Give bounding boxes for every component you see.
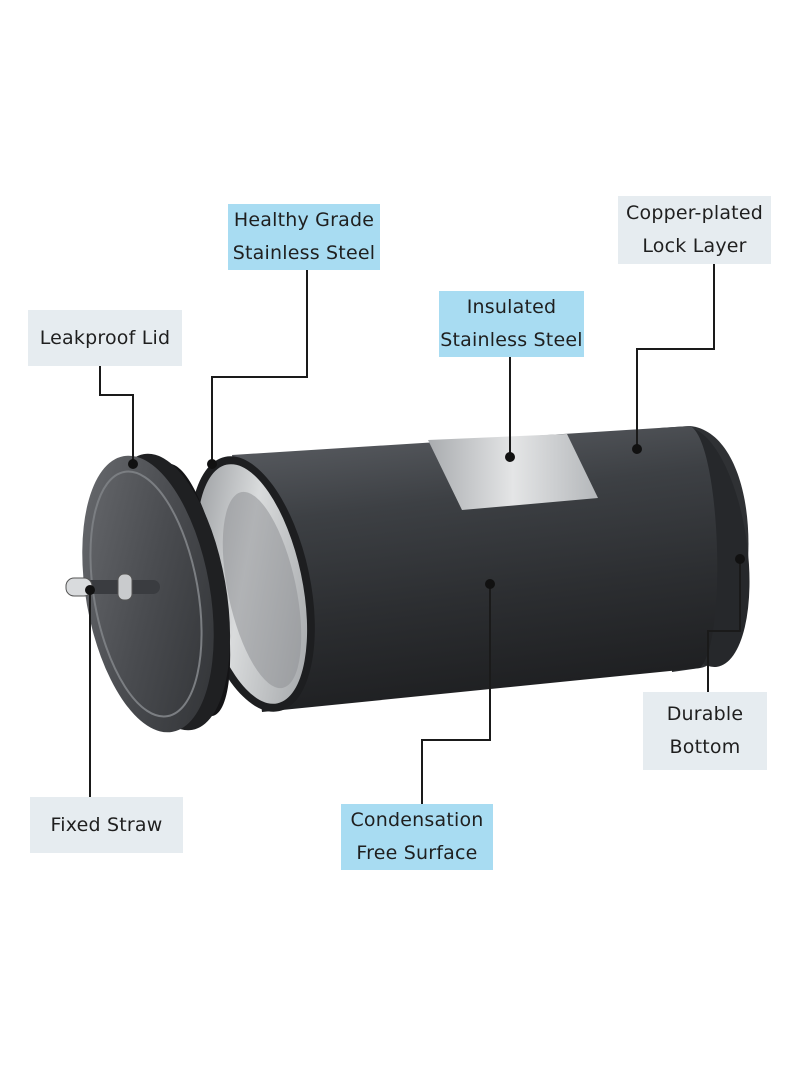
label-durable-bottom-line2: Bottom — [669, 736, 741, 758]
label-durable-bottom: Durable Bottom — [643, 692, 767, 770]
dot-leakproof-lid — [128, 459, 138, 469]
tumbler-body — [189, 426, 750, 712]
dot-durable-bottom — [735, 554, 745, 564]
label-fixed-straw-line1: Fixed Straw — [50, 813, 163, 836]
dot-condensation — [485, 579, 495, 589]
leader-healthy-steel — [211, 270, 308, 462]
label-insulated-steel-line1: Insulated — [466, 296, 557, 318]
label-condensation-line2: Free Surface — [356, 842, 478, 864]
label-durable-bottom-line1: Durable — [666, 703, 744, 725]
leakproof-lid — [65, 453, 231, 733]
label-condensation: Condensation Free Surface — [341, 804, 493, 870]
label-fixed-straw: Fixed Straw — [30, 797, 183, 853]
lid-face-inner — [89, 470, 203, 718]
label-leakproof-lid: Leakproof Lid — [28, 310, 182, 366]
leader-durable-bottom — [707, 560, 741, 692]
label-insulated-steel: Insulated Stainless Steel — [439, 291, 584, 357]
leader-lines — [89, 264, 741, 804]
straw-ring — [117, 573, 133, 601]
label-leakproof-lid-line1: Leakproof Lid — [39, 326, 171, 349]
dot-healthy-steel — [207, 459, 217, 469]
label-copper-layer-line1: Copper-plated — [626, 202, 763, 224]
label-condensation-line1: Condensation — [350, 809, 484, 831]
leader-copper-layer — [636, 264, 715, 448]
label-healthy-steel: Healthy Grade Stainless Steel — [228, 204, 380, 270]
tumbler-inner-shadow — [222, 491, 302, 689]
label-copper-layer: Copper-plated Lock Layer — [618, 196, 771, 264]
leader-dots — [85, 444, 745, 595]
insulated-steel-window — [428, 434, 598, 510]
label-copper-layer-line2: Lock Layer — [642, 235, 747, 257]
dot-fixed-straw — [85, 585, 95, 595]
label-insulated-steel-line2: Stainless Steel — [440, 329, 583, 351]
label-healthy-steel-line1: Healthy Grade — [233, 209, 375, 231]
dot-insulated-steel — [505, 452, 515, 462]
leader-condensation — [421, 583, 491, 804]
leader-leakproof-lid — [99, 366, 134, 462]
dot-copper-layer — [632, 444, 642, 454]
label-healthy-steel-line2: Stainless Steel — [232, 242, 376, 264]
